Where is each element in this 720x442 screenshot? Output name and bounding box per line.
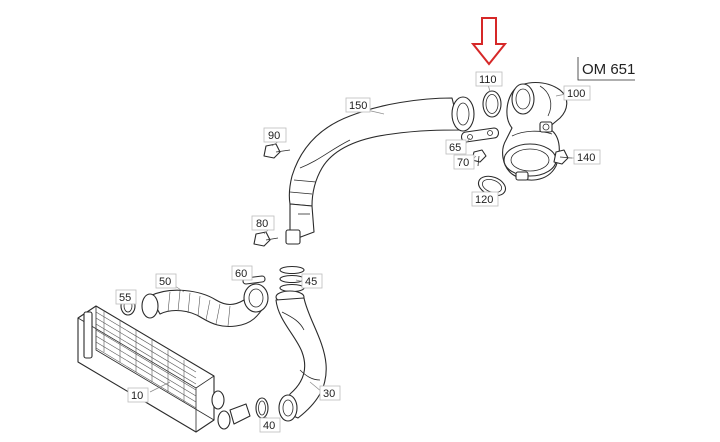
callout-120-label: 120 <box>475 194 493 206</box>
callout-60-label: 60 <box>235 268 247 280</box>
callout-70-label: 70 <box>457 157 469 169</box>
part-40-o-ring[interactable] <box>255 397 269 419</box>
part-140-bolt[interactable] <box>553 149 573 165</box>
callout-110-label: 110 <box>479 74 497 86</box>
callout-80[interactable]: 80 <box>251 215 275 231</box>
part-80-bolt[interactable] <box>253 231 279 247</box>
part-50-charge-air-hose[interactable] <box>141 283 269 328</box>
part-90-bolt[interactable] <box>263 143 291 159</box>
part-65-gasket[interactable] <box>460 127 500 143</box>
callout-55[interactable]: 55 <box>115 289 137 305</box>
part-110-o-ring[interactable] <box>482 90 502 118</box>
engine-code-box: OM 651 <box>577 57 635 81</box>
callout-150[interactable]: 150 <box>345 97 371 113</box>
callout-30[interactable]: 30 <box>319 385 341 401</box>
callout-10[interactable]: 10 <box>127 387 149 403</box>
callout-100-label: 100 <box>567 88 585 100</box>
callout-45[interactable]: 45 <box>301 273 323 289</box>
callout-65[interactable]: 65 <box>445 139 467 155</box>
callout-140-label: 140 <box>577 152 595 164</box>
callout-70[interactable]: 70 <box>453 154 475 170</box>
part-30-lower-hose[interactable] <box>275 290 327 422</box>
callout-80-label: 80 <box>256 218 268 230</box>
callout-10-label: 10 <box>131 390 143 402</box>
callout-65-label: 65 <box>449 142 461 154</box>
callout-55-label: 55 <box>119 292 131 304</box>
part-10-intercooler[interactable] <box>77 305 251 433</box>
callout-90-label: 90 <box>268 130 280 142</box>
callout-30-label: 30 <box>323 388 335 400</box>
callout-110[interactable]: 110 <box>475 71 503 87</box>
highlight-arrow-icon <box>470 17 508 66</box>
engine-code-label: OM 651 <box>582 61 635 78</box>
part-45-clamp[interactable] <box>279 265 305 293</box>
callout-60[interactable]: 60 <box>231 265 253 281</box>
callout-40[interactable]: 40 <box>259 417 281 433</box>
callout-50[interactable]: 50 <box>155 273 177 289</box>
callout-100[interactable]: 100 <box>563 85 591 101</box>
callout-120[interactable]: 120 <box>471 191 499 207</box>
callout-140[interactable]: 140 <box>573 149 601 165</box>
callout-50-label: 50 <box>159 276 171 288</box>
callout-90[interactable]: 90 <box>263 127 287 143</box>
callout-150-label: 150 <box>349 100 367 112</box>
part-100-connector-housing[interactable] <box>502 81 568 181</box>
part-150-charge-air-pipe[interactable] <box>285 96 475 245</box>
callout-40-label: 40 <box>263 420 275 432</box>
callout-45-label: 45 <box>305 276 317 288</box>
